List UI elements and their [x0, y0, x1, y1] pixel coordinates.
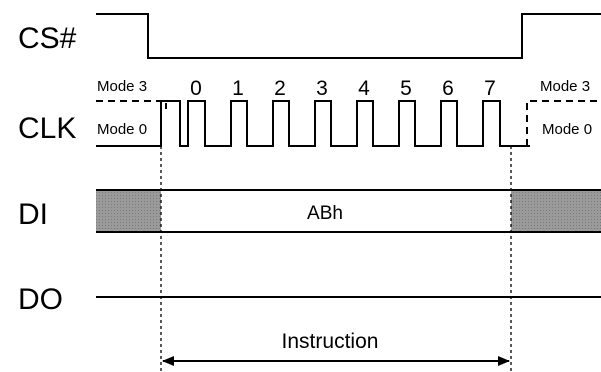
di-dont-care-left — [96, 190, 161, 232]
cs-signal-label: CS# — [18, 22, 77, 55]
instruction-span-label: Instruction — [282, 330, 379, 353]
clk-mode0-right-label: Mode 0 — [542, 121, 592, 138]
clk-mode3-left-dash — [96, 100, 167, 109]
cs-waveform — [96, 13, 601, 59]
clk-mode0-left-label: Mode 0 — [97, 121, 147, 138]
clock-edge-labels: 0 1 2 3 4 5 6 7 — [190, 77, 496, 100]
di-data-value: ABh — [307, 203, 343, 224]
di-signal-label: DI — [18, 198, 48, 231]
clock-edge-label: 2 — [274, 77, 286, 100]
clk-mode3-right-dash — [526, 100, 601, 146]
clock-edge-label: 3 — [316, 77, 328, 100]
clock-edge-label: 4 — [358, 77, 370, 100]
clock-edge-label: 6 — [442, 77, 454, 100]
clk-mode3-left-label: Mode 3 — [97, 78, 147, 95]
clock-edge-label: 5 — [400, 77, 412, 100]
clock-edge-label: 1 — [232, 77, 244, 100]
di-dont-care-right — [511, 190, 601, 232]
clock-edge-label: 7 — [484, 77, 496, 100]
clk-waveform — [96, 100, 514, 147]
clk-mode3-right-label: Mode 3 — [540, 78, 590, 95]
clock-edge-label: 0 — [190, 77, 202, 100]
do-signal-label: DO — [18, 283, 63, 316]
clk-signal-label: CLK — [18, 112, 76, 145]
